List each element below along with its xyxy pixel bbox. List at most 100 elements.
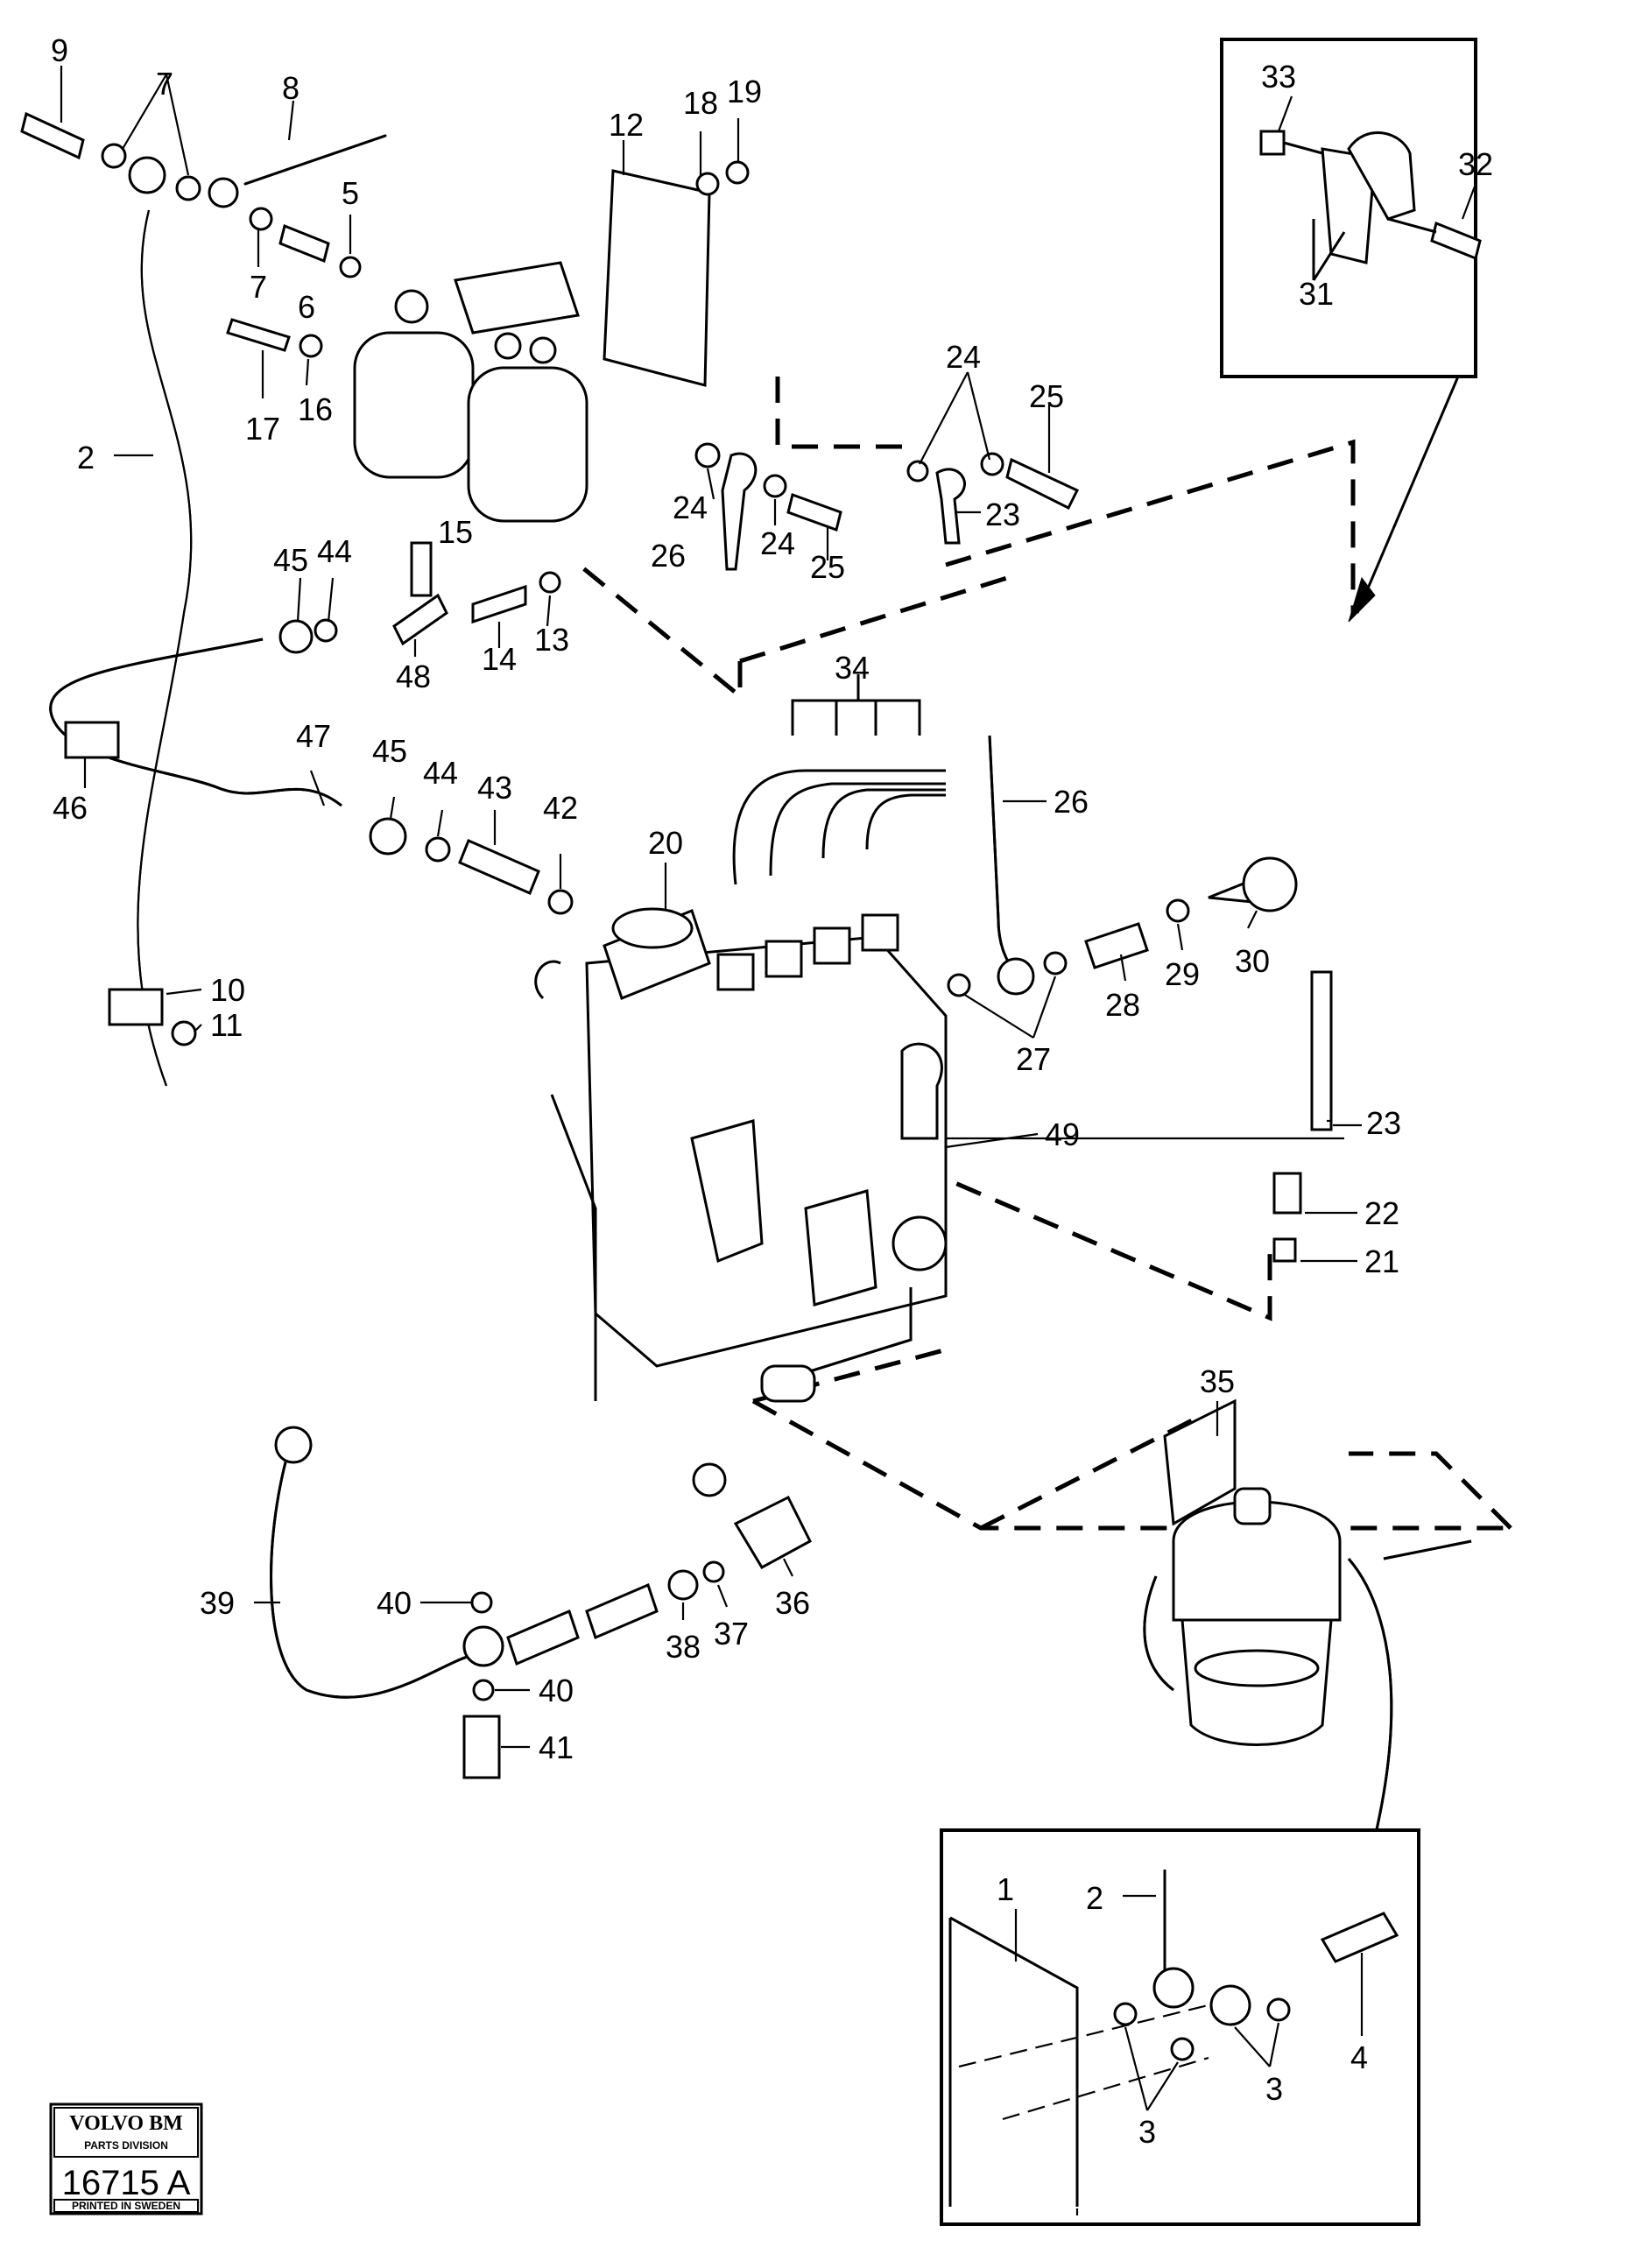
logo-number: 16715 A (62, 2164, 191, 2202)
callout-3: 3 (1138, 2114, 1156, 2150)
callout-14: 14 (482, 641, 517, 677)
volvo-bm-logo: VOLVO BM PARTS DIVISION 16715 A PRINTED … (49, 2102, 203, 2215)
filter-head (454, 261, 580, 335)
pipe-23 (1310, 970, 1333, 1131)
banjo-23 (935, 468, 966, 545)
clip-46 (64, 721, 120, 759)
callout-30: 30 (1235, 943, 1270, 979)
callout-10: 10 (210, 972, 245, 1008)
callout-3: 3 (1265, 2071, 1283, 2107)
callout-4: 4 (1350, 2039, 1368, 2075)
callout-1: 1 (997, 1871, 1014, 1907)
nut-11 (171, 1020, 197, 1046)
callout-45: 45 (372, 733, 407, 769)
callout-27: 27 (1016, 1041, 1051, 1077)
elbow-48-stem (410, 541, 433, 597)
callout-49: 49 (1045, 1116, 1080, 1152)
callout-48: 48 (396, 659, 431, 694)
callout-7: 7 (156, 66, 173, 102)
elbow-36 (733, 1495, 812, 1570)
callout-42: 42 (543, 790, 578, 826)
callout-6: 6 (298, 289, 315, 325)
logo-division: PARTS DIVISION (84, 2139, 168, 2152)
callout-24: 24 (946, 339, 981, 375)
callout-12: 12 (609, 107, 644, 143)
callout-46: 46 (53, 790, 88, 826)
clip-part-back (1347, 131, 1416, 221)
leader-lines (60, 66, 1477, 2111)
callout-2: 2 (1086, 1880, 1103, 1916)
callout-24: 24 (673, 490, 708, 525)
filter-head-35 (1172, 1500, 1342, 1622)
callout-23: 23 (985, 497, 1020, 532)
filter-bowl-left (353, 331, 475, 479)
banjo-bolt-9 (20, 111, 85, 160)
bolt-14 (471, 584, 527, 624)
logo-printed: PRINTED IN SWEDEN (72, 2200, 180, 2212)
callout-26: 26 (1054, 784, 1089, 820)
bolt-4 (1320, 1912, 1399, 1963)
callout-44: 44 (317, 533, 352, 569)
fuel-filter-assembly-15 (353, 169, 711, 523)
callout-39: 39 (200, 1585, 235, 1621)
banjo-39 (274, 1426, 313, 1464)
callout-40: 40 (377, 1585, 412, 1621)
filter-housing (804, 1189, 877, 1307)
callout-40: 40 (539, 1673, 574, 1708)
union-28 (1084, 922, 1149, 969)
lever (690, 1119, 764, 1264)
inset-clip-detail (1220, 38, 1482, 378)
callout-23: 23 (1366, 1105, 1401, 1141)
inset-frame-bottom (940, 1828, 1420, 2226)
callout-43: 43 (477, 770, 512, 806)
callout-15: 15 (438, 514, 473, 550)
valve-43 (458, 839, 540, 895)
callout-20: 20 (648, 825, 683, 861)
injection-pump (534, 907, 948, 1401)
callout-44: 44 (423, 755, 458, 791)
callout-41: 41 (539, 1729, 574, 1765)
callout-31: 31 (1299, 276, 1334, 312)
callout-8: 8 (282, 70, 300, 106)
banjo-49 (900, 1042, 943, 1140)
callout-21: 21 (1364, 1243, 1399, 1279)
screw-32 (1430, 221, 1482, 261)
callout-22: 22 (1364, 1195, 1399, 1231)
callout-16: 16 (298, 391, 333, 427)
nut-33 (1259, 130, 1286, 156)
callout-2: 2 (77, 440, 95, 475)
callouts: 9 7 8 12 18 19 5 7 6 2 17 16 15 24 25 24… (51, 32, 1493, 2150)
callout-33: 33 (1261, 59, 1296, 95)
callout-5: 5 (342, 175, 359, 211)
bolt-25-b (1005, 457, 1080, 511)
filter-bowl-right (467, 366, 588, 523)
banjo-2-inset (1152, 1967, 1195, 2009)
callout-45: 45 (273, 542, 308, 578)
tee-fitting (462, 1625, 504, 1667)
callout-37: 37 (714, 1616, 749, 1652)
callout-29: 29 (1165, 956, 1200, 992)
pre-filter-35 (1163, 1398, 1342, 1746)
callout-26: 26 (651, 538, 686, 574)
callout-25: 25 (810, 549, 845, 585)
callout-34: 34 (835, 650, 870, 686)
callout-25: 25 (1029, 378, 1064, 414)
callout-11: 11 (210, 1007, 243, 1043)
logo-brand: VOLVO BM (69, 2112, 183, 2135)
banjo-23-26 (721, 452, 758, 571)
fitting-22 (1272, 1172, 1302, 1215)
bracket-12 (603, 169, 711, 387)
callout-38: 38 (666, 1629, 701, 1665)
pump-body (585, 935, 948, 1368)
clip-10 (108, 988, 164, 1026)
bolt-25 (786, 493, 842, 532)
cap-30 (1242, 856, 1298, 912)
callout-28: 28 (1105, 987, 1140, 1023)
callout-19: 19 (727, 74, 762, 109)
callout-13: 13 (534, 622, 569, 658)
washer-21 (1272, 1237, 1297, 1263)
callout-9: 9 (51, 32, 68, 68)
banjo-inset-right (1209, 1984, 1251, 2026)
bolt-17 (226, 318, 291, 352)
